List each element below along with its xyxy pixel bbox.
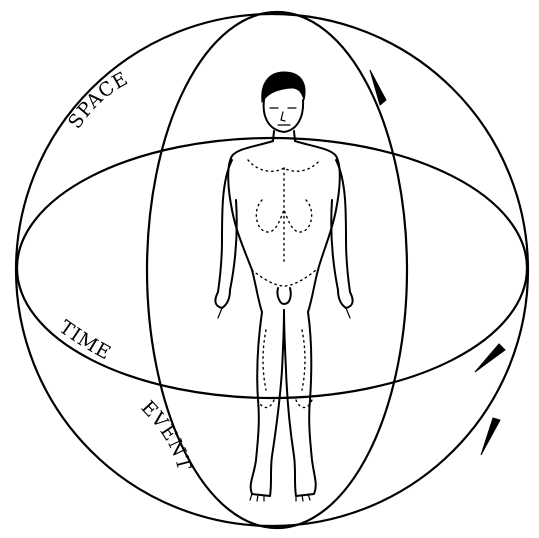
space-label: SPACE [64,67,132,132]
human-figure [215,72,352,501]
figure-head [264,100,303,132]
figure-left-leg [251,310,284,496]
figure-right-arm [331,160,352,308]
arrow-time-head [475,344,505,372]
figure-torso [228,141,340,312]
figure-left-arm [215,160,236,308]
arrow-events-head [370,70,386,105]
figure-right-leg [284,310,316,496]
arrow-space-head [481,418,500,455]
time-ellipse [17,138,527,398]
figure-hair [262,72,305,102]
